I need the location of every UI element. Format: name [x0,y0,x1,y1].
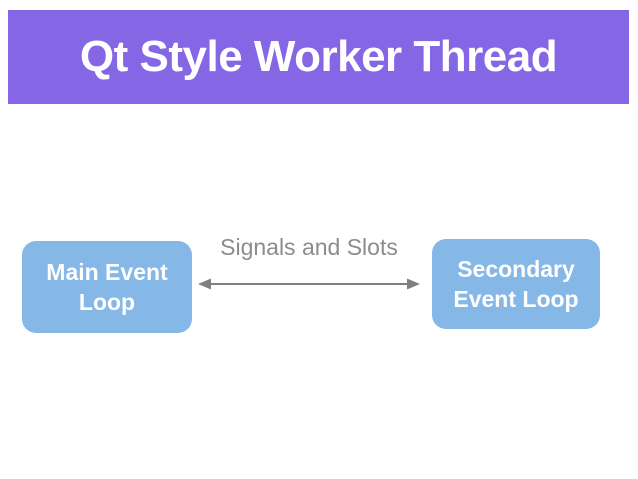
slide-title: Qt Style Worker Thread [79,32,558,81]
secondary-event-loop-label-line1: Secondary [457,255,575,282]
title-banner: Qt Style Worker Thread [8,10,629,104]
secondary-event-loop-box: Secondary Event Loop [432,239,600,329]
main-event-loop-box: Main Event Loop [22,241,192,333]
connector-label: Signals and Slots [220,234,398,260]
secondary-event-loop-label-line2: Event Loop [453,286,579,312]
main-event-loop-label-line2: Loop [78,289,136,315]
main-event-loop-label-line1: Main Event [46,258,168,285]
bidirectional-arrow-icon [198,275,420,293]
